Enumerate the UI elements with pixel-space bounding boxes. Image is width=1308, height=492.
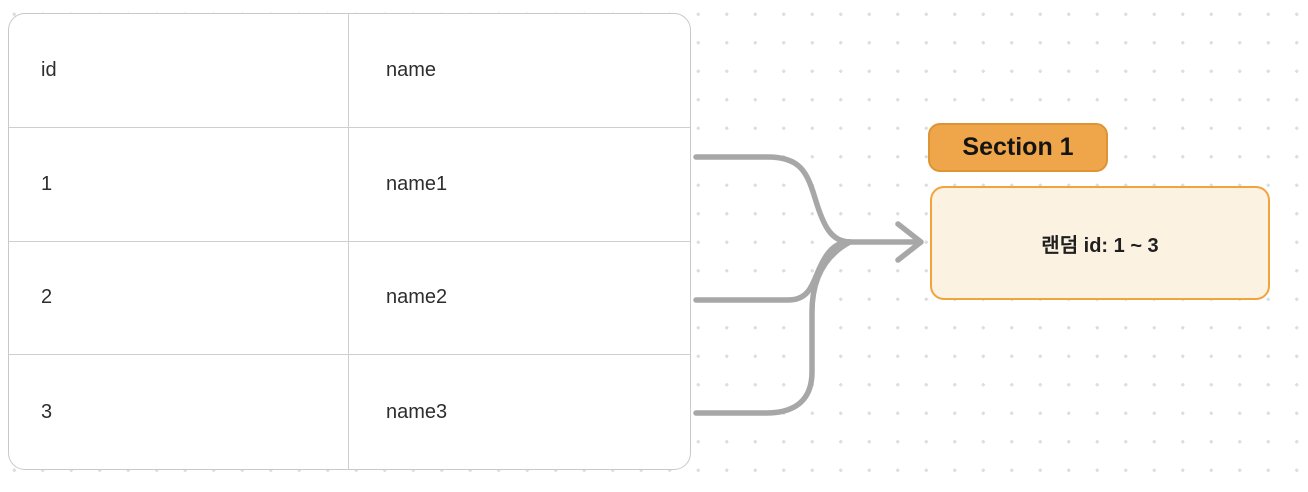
- connector-row1[interactable]: [693, 154, 853, 245]
- table-cell-row3-name: name3: [386, 400, 448, 423]
- column-header-name: name: [349, 14, 690, 128]
- table-cell-row1-name: name1: [349, 128, 690, 242]
- table-cell-row1-id: 1: [9, 127, 349, 242]
- table-cell-row2-id: 2: [9, 241, 349, 356]
- table-cell-row3-id: 3: [9, 355, 349, 469]
- random-id-node[interactable]: 랜덤 id: 1 ~ 3: [930, 186, 1270, 300]
- arrowhead-icon: [895, 221, 924, 263]
- section-badge[interactable]: Section 1: [928, 123, 1108, 172]
- table-cell-row2-name: name2: [349, 242, 690, 356]
- column-header-id: id: [9, 14, 349, 128]
- connector-row2[interactable]: [693, 239, 853, 303]
- merge-connector[interactable]: [693, 154, 924, 416]
- db-table-node[interactable]: id name 1 name1 2 name2 3 name3: [8, 13, 691, 470]
- connector-row3[interactable]: [693, 239, 853, 416]
